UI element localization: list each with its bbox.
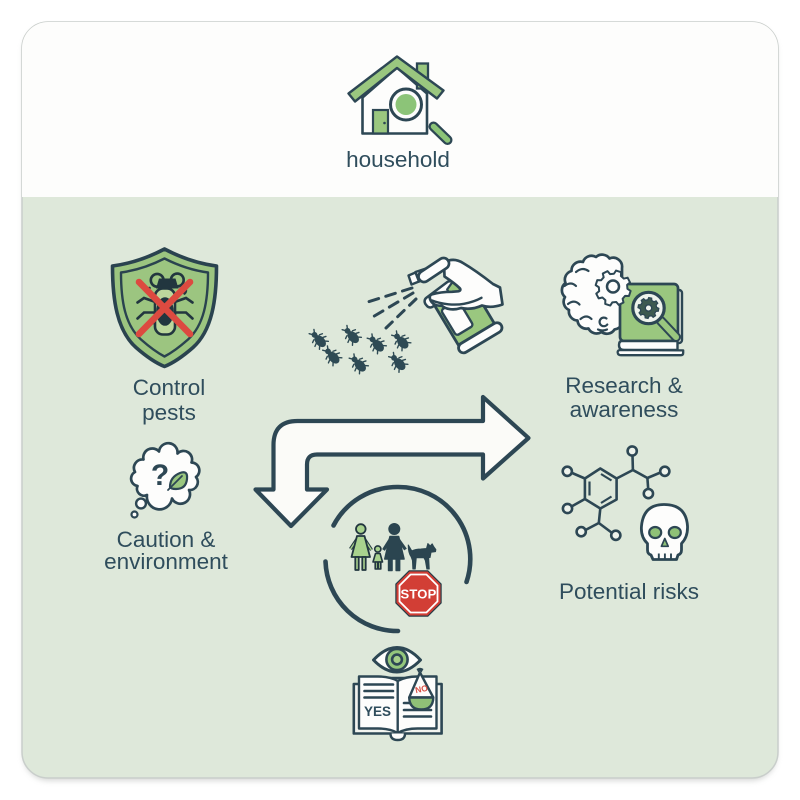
svg-text:?: ? — [151, 459, 169, 492]
svg-text:household: household — [346, 147, 450, 172]
svg-text:Potential risks: Potential risks — [559, 579, 699, 604]
svg-text:YES: YES — [364, 704, 391, 719]
svg-text:STOP: STOP — [401, 586, 437, 601]
svg-text:Research &: Research & — [565, 373, 683, 398]
svg-text:NO: NO — [414, 683, 429, 696]
svg-text:awareness: awareness — [570, 397, 679, 422]
svg-text:Control: Control — [133, 375, 206, 400]
svg-text:pests: pests — [142, 400, 196, 425]
svg-text:environment: environment — [104, 549, 229, 574]
svg-text:Caution &: Caution & — [117, 527, 216, 552]
